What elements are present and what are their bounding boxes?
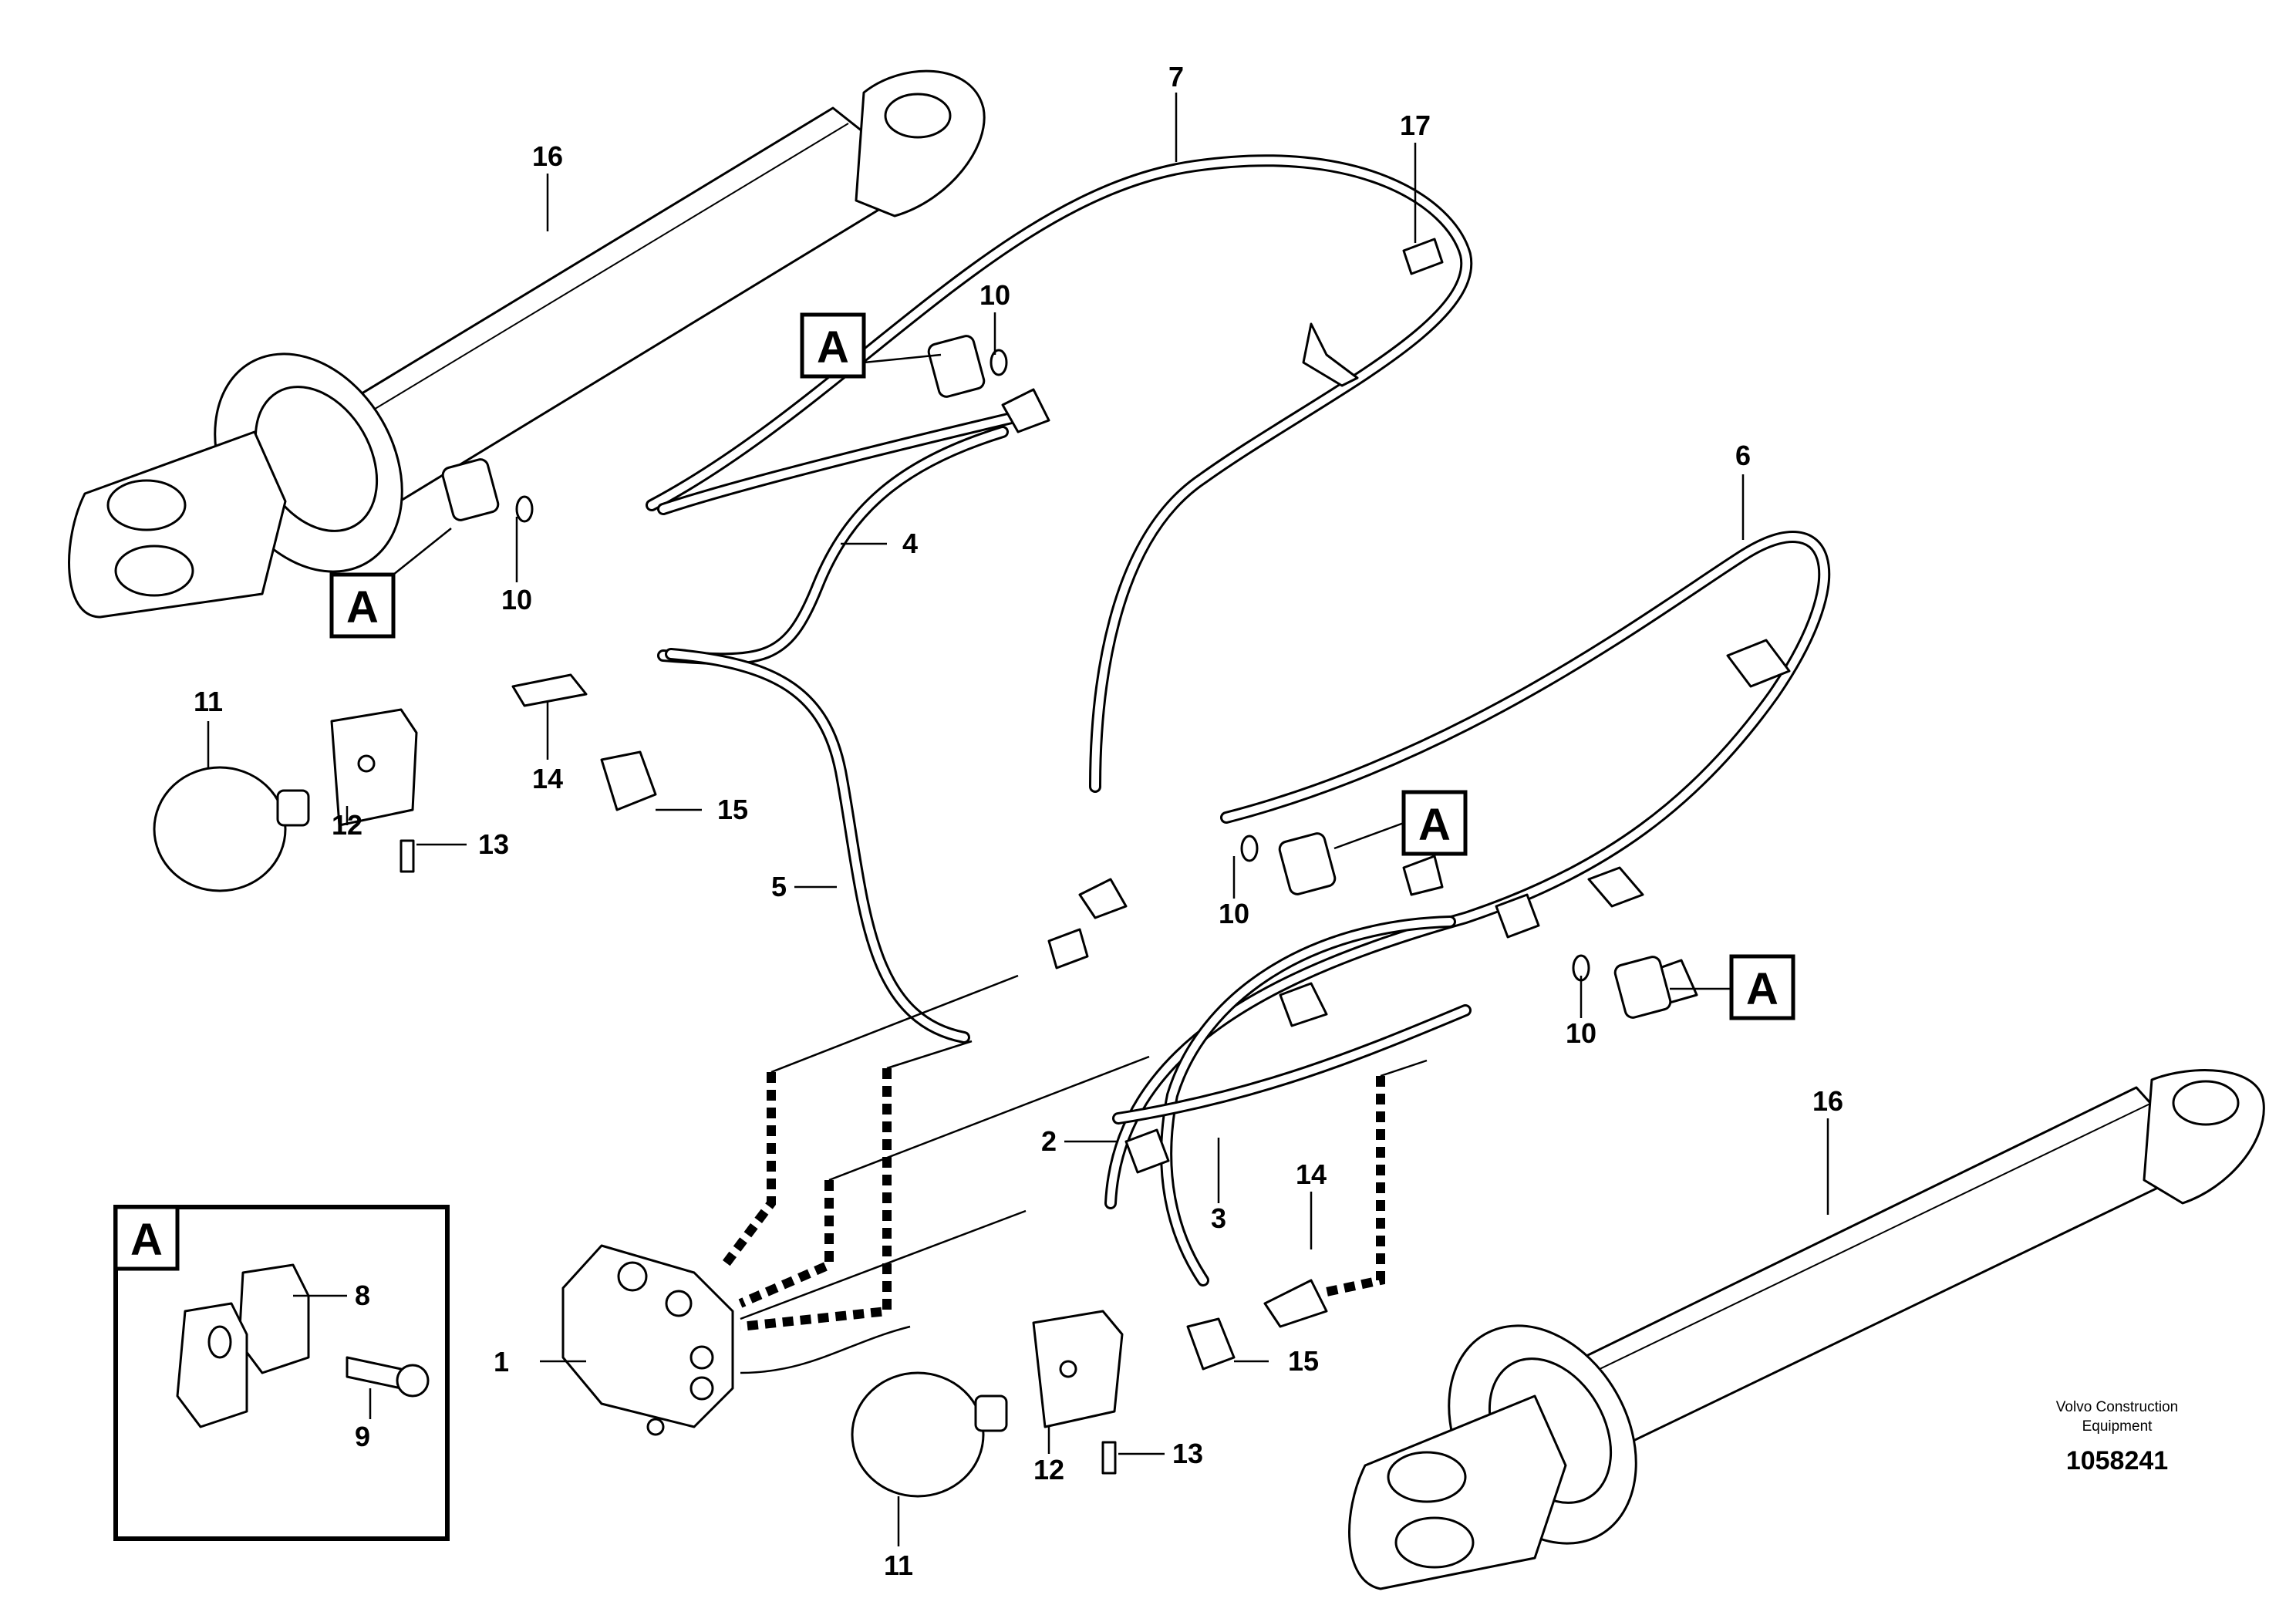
credit-block: Volvo Construction Equipment 1058241: [2056, 1399, 2178, 1475]
credit-line-2: Equipment: [2082, 1418, 2153, 1435]
flange-clamps: [441, 335, 1672, 1019]
hydraulic-cylinder-upper: [68, 69, 986, 619]
callout-17: 17: [1400, 110, 1431, 141]
svg-text:A: A: [1746, 964, 1778, 1014]
callout-10-b: 10: [501, 584, 532, 615]
callout-13-a: 13: [478, 828, 509, 860]
callout-14-a: 14: [532, 763, 563, 794]
callout-9: 9: [355, 1421, 370, 1452]
hydraulic-cylinder-lower: [1348, 1069, 2265, 1590]
valve-block: [561, 1244, 734, 1436]
hoses: [646, 154, 1831, 1286]
callout-14-b: 14: [1296, 1158, 1327, 1190]
callout-16-b: 16: [1812, 1085, 1843, 1117]
detail-inset-a: A: [113, 1205, 450, 1541]
svg-text:A: A: [346, 582, 379, 632]
callout-15-b: 15: [1288, 1345, 1319, 1377]
callout-6: 6: [1735, 440, 1751, 471]
fittings: [511, 238, 1791, 1371]
callout-5: 5: [771, 871, 787, 902]
callout-1: 1: [494, 1346, 509, 1378]
callout-10-c: 10: [1219, 898, 1249, 929]
callout-12-a: 12: [332, 809, 362, 841]
connection-lines: [721, 974, 1428, 1374]
view-marker-a-1: A: [800, 312, 942, 379]
document-number: 1058241: [2066, 1446, 2168, 1475]
callout-12-b: 12: [1033, 1454, 1064, 1485]
svg-text:A: A: [817, 322, 849, 373]
callout-11-a: 11: [194, 686, 223, 717]
callout-11-b: 11: [884, 1549, 913, 1581]
accumulator-lower: [851, 1310, 1124, 1498]
callout-15-a: 15: [717, 794, 748, 825]
callout-3: 3: [1211, 1202, 1226, 1234]
view-marker-a-4: A: [1670, 954, 1795, 1020]
callout-10-d: 10: [1566, 1017, 1596, 1049]
callout-7: 7: [1168, 61, 1184, 93]
callout-10-a: 10: [979, 279, 1010, 311]
callout-4: 4: [902, 528, 918, 559]
svg-text:A: A: [1418, 800, 1451, 850]
credit-line-1: Volvo Construction: [2056, 1399, 2178, 1415]
callout-2: 2: [1041, 1125, 1057, 1157]
callout-13-b: 13: [1172, 1438, 1203, 1469]
view-marker-a-3: A: [1333, 790, 1468, 856]
callout-8: 8: [355, 1280, 370, 1311]
callout-numbers: 1 2 3 4 5 6 7 8 9 10 10 10 10 11 11 12 1…: [194, 61, 1843, 1581]
inset-title: A: [130, 1215, 163, 1265]
leader-lines: [207, 93, 1829, 1546]
accumulator-upper: [153, 708, 418, 892]
view-marker-a-2: A: [329, 528, 452, 639]
callout-16-a: 16: [532, 140, 563, 172]
